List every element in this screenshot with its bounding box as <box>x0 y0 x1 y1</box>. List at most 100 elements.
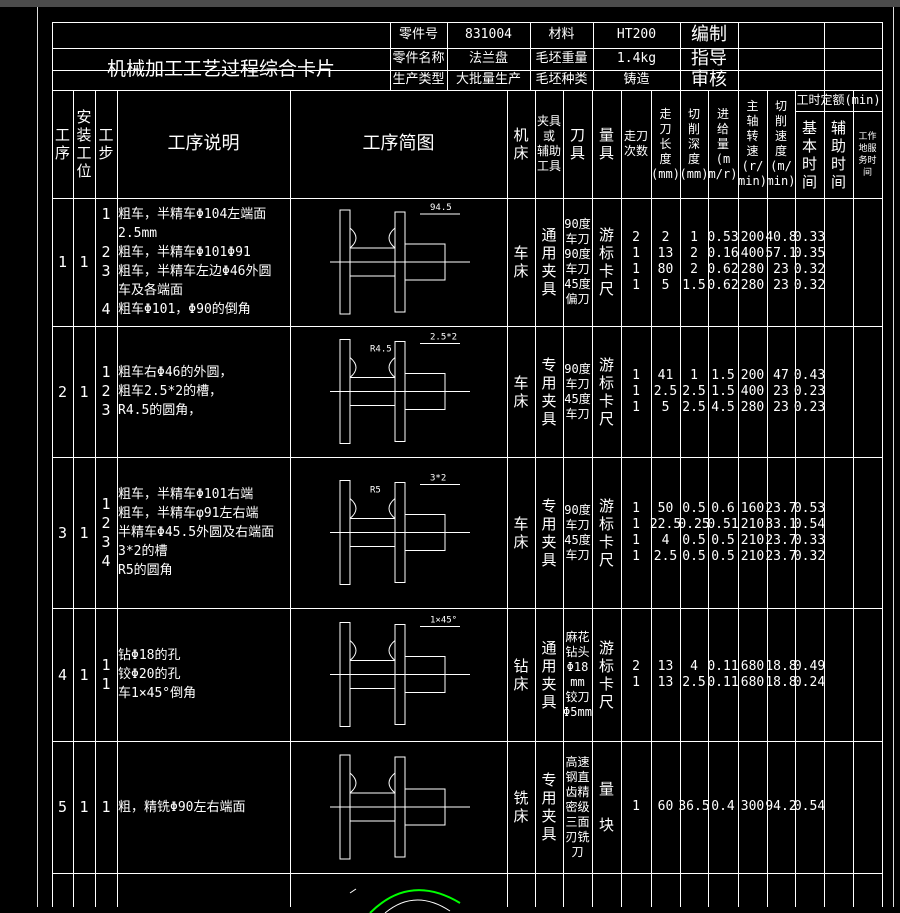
row-2-length: 41 2.5 5 <box>653 367 678 415</box>
row-1-passes: 2 1 1 1 <box>632 230 640 293</box>
header-gauge: 量 具 <box>598 126 614 162</box>
row-1-tool: 90度 车刀 90度 车刀 45度 偏刀 <box>564 217 591 306</box>
row-4-setup: 1 <box>79 665 89 684</box>
row-3-depth: 0.5 0.25 0.5 0.5 <box>678 500 710 564</box>
material: HT200 <box>616 27 657 42</box>
header-desc: 工序说明 <box>167 133 240 154</box>
row-4-machine: 钻 床 <box>513 656 529 693</box>
header-length: 走 刀 长 度 (mm) <box>651 106 680 181</box>
compile-label: 编制 <box>691 24 727 45</box>
row-5-cut-speed: 94.2 <box>765 799 797 814</box>
row-5-tool: 高速 钢直 齿精 密级 三面 刃铣 刀 <box>565 754 590 859</box>
row-4-op: 4 <box>57 665 68 684</box>
row-1-depth: 1 2 2 1.5 <box>682 230 706 293</box>
row-3-tool: 90度 车刀 45度 车刀 <box>564 502 591 562</box>
part-no-label: 零件号 <box>398 27 438 42</box>
row-3-desc: 粗车，半精车Φ101右端 粗车，半精车φ91左右端 半精车Φ45.5外圆及右端面… <box>118 487 275 578</box>
row-3-gauge: 游 标 卡 尺 <box>598 496 614 569</box>
row-3-fixture: 专 用 夹 具 <box>541 496 557 569</box>
row-5-gauge: 量 块 <box>598 780 614 834</box>
row-3-spindle: 160 210 210 210 <box>740 500 765 564</box>
row-2-passes: 1 1 1 <box>632 367 640 415</box>
row-4-feed: 0.11 0.11 <box>707 658 739 690</box>
header-cut-speed: 切 削 速 度 (m/ min) <box>766 99 796 188</box>
header-time-quota: 工时定额(min) <box>796 93 881 107</box>
row-3-op: 3 <box>57 523 68 542</box>
row-4-cut-speed: 18.8 18.8 <box>765 658 797 690</box>
row-2-cut-speed: 47 23 23 <box>773 367 789 415</box>
row-3-feed: 0.6 0.51 0.5 0.5 <box>707 500 739 564</box>
row-1-op: 1 <box>57 253 68 271</box>
header-machine: 机 床 <box>513 126 529 162</box>
row-2-fixture: 专 用 夹 具 <box>541 355 557 428</box>
review-label: 审核 <box>691 69 727 90</box>
production-type-label: 生产类型 <box>392 72 445 87</box>
row-4-passes: 2 1 <box>632 658 640 690</box>
header-service-time: 工作 地服 务时 间 <box>858 131 877 178</box>
row-5-steps: 1 <box>101 797 111 816</box>
row-1-steps: 1 2 3 4 <box>101 205 111 318</box>
header-sketch: 工序简图 <box>362 133 435 154</box>
row-4-tool: 麻花 钻头 Φ18 mm 铰刀 Φ5mm <box>563 629 592 719</box>
process-sketch-1: 94.5 <box>330 203 470 315</box>
row-5-feed: 0.4 <box>711 799 735 814</box>
row-5-base-time: 0.54 <box>793 799 826 814</box>
row-4-length: 13 13 <box>657 658 674 690</box>
production-type: 大批量生产 <box>455 72 521 87</box>
row-3-passes: 1 1 1 1 <box>632 500 640 564</box>
header-setup: 安 装 工 位 <box>76 108 92 180</box>
row-5-length: 60 <box>657 799 674 814</box>
process-sketch-6 <box>349 888 461 913</box>
row-4-desc: 钻Φ18的孔 铰Φ20的孔 车1×45°倒角 <box>118 648 197 701</box>
row-2-spindle: 200 400 280 <box>740 367 765 415</box>
blank-weight-label: 毛坯重量 <box>535 51 588 66</box>
row-3-cut-speed: 23.7 33.1 23.7 23.7 <box>765 500 797 564</box>
row-4-fixture: 通 用 夹 具 <box>541 638 557 711</box>
row-2-machine: 车 床 <box>513 373 529 410</box>
row-1-feed: 0.53 0.16 0.62 0.62 <box>707 230 739 293</box>
row-1-desc: 粗车，半精车Φ104左端面 2.5mm 粗车，半精车Φ101Φ91 粗车，半精车… <box>118 207 272 317</box>
row-3-base-time: 0.53 0.54 0.33 0.32 <box>793 500 826 564</box>
sketch-dimension: 1×45° <box>430 616 457 626</box>
row-5-fixture: 专 用 夹 具 <box>541 771 557 843</box>
row-4-steps: 1 1 <box>101 655 111 693</box>
row-5-depth: 36.5 <box>678 799 710 814</box>
row-1-machine: 车 床 <box>513 244 529 280</box>
header-aux-time: 辅 助 时 间 <box>830 118 846 191</box>
row-3-steps: 1 2 3 4 <box>101 494 111 570</box>
sketch-dimension: 94.5 <box>430 203 452 213</box>
row-1-length: 2 13 80 5 <box>657 230 674 293</box>
part-name-label: 零件名称 <box>392 51 445 66</box>
row-5-spindle: 300 <box>740 799 765 814</box>
row-5-passes: 1 <box>632 799 640 814</box>
header-fixture: 夹具 或 辅助 工具 <box>536 114 561 173</box>
guide-label: 指导 <box>691 48 727 69</box>
row-5-desc: 粗，精铣Φ90左右端面 <box>118 799 246 815</box>
row-2-steps: 1 2 3 <box>101 363 111 419</box>
row-2-setup: 1 <box>79 382 89 401</box>
viewport-top-bar <box>0 0 900 7</box>
material-label: 材料 <box>548 27 575 42</box>
sketch-dimension: 2.5*2 <box>430 333 457 343</box>
row-1-fixture: 通 用 夹 具 <box>541 226 557 298</box>
process-sketch-3: 3*2R5 <box>330 474 470 585</box>
row-2-depth: 1 2.5 2.5 <box>682 367 706 415</box>
blank-type-label: 毛坯种类 <box>535 72 588 87</box>
row-4-gauge: 游 标 卡 尺 <box>598 638 614 711</box>
blank-weight: 1.4kg <box>616 51 657 66</box>
sketch-dimension: 3*2 <box>430 474 446 484</box>
header-depth: 切 削 深 度 (mm) <box>679 106 709 181</box>
row-4-depth: 4 2.5 <box>682 658 706 690</box>
part-no: 831004 <box>465 27 512 42</box>
row-1-base-time: 0.33 0.35 0.32 0.32 <box>793 230 826 293</box>
header-base-time: 基 本 时 间 <box>801 118 817 191</box>
row-4-spindle: 680 680 <box>740 658 765 690</box>
row-3-machine: 车 床 <box>513 514 529 551</box>
row-2-base-time: 0.43 0.23 0.23 <box>793 367 826 415</box>
blank-type: 铸造 <box>623 72 650 87</box>
row-2-op: 2 <box>57 382 68 401</box>
row-2-gauge: 游 标 卡 尺 <box>598 355 614 428</box>
part-name: 法兰盘 <box>468 51 508 66</box>
header-step: 工 步 <box>98 126 114 162</box>
